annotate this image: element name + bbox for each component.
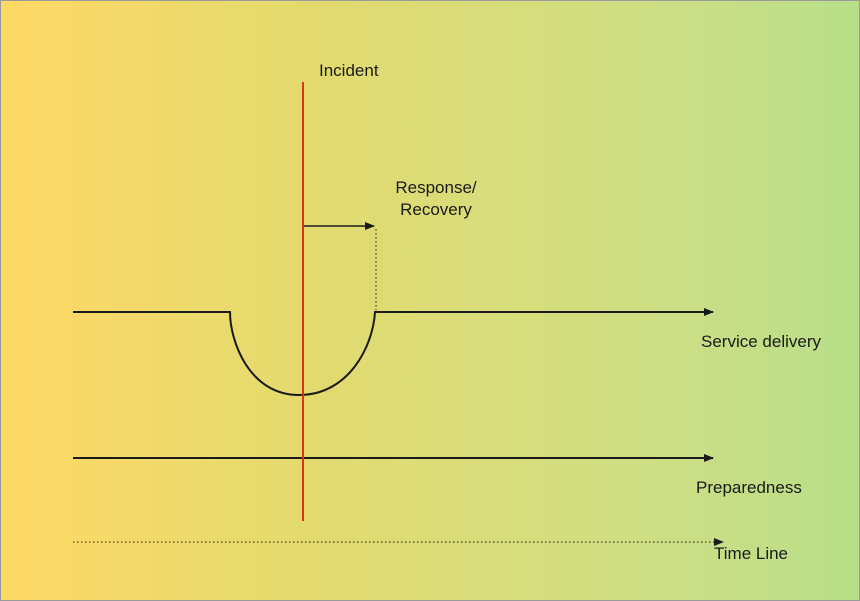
response-recovery-label: Response/ Recovery [381,177,491,221]
service-delivery-line [73,308,714,397]
response-label-line1: Response/ [395,178,477,197]
response-label-line2: Recovery [400,200,472,219]
incident-label: Incident [319,61,379,80]
service-delivery-label: Service delivery [701,332,821,351]
preparedness-label: Preparedness [696,478,802,497]
time-line-label: Time Line [714,544,789,563]
